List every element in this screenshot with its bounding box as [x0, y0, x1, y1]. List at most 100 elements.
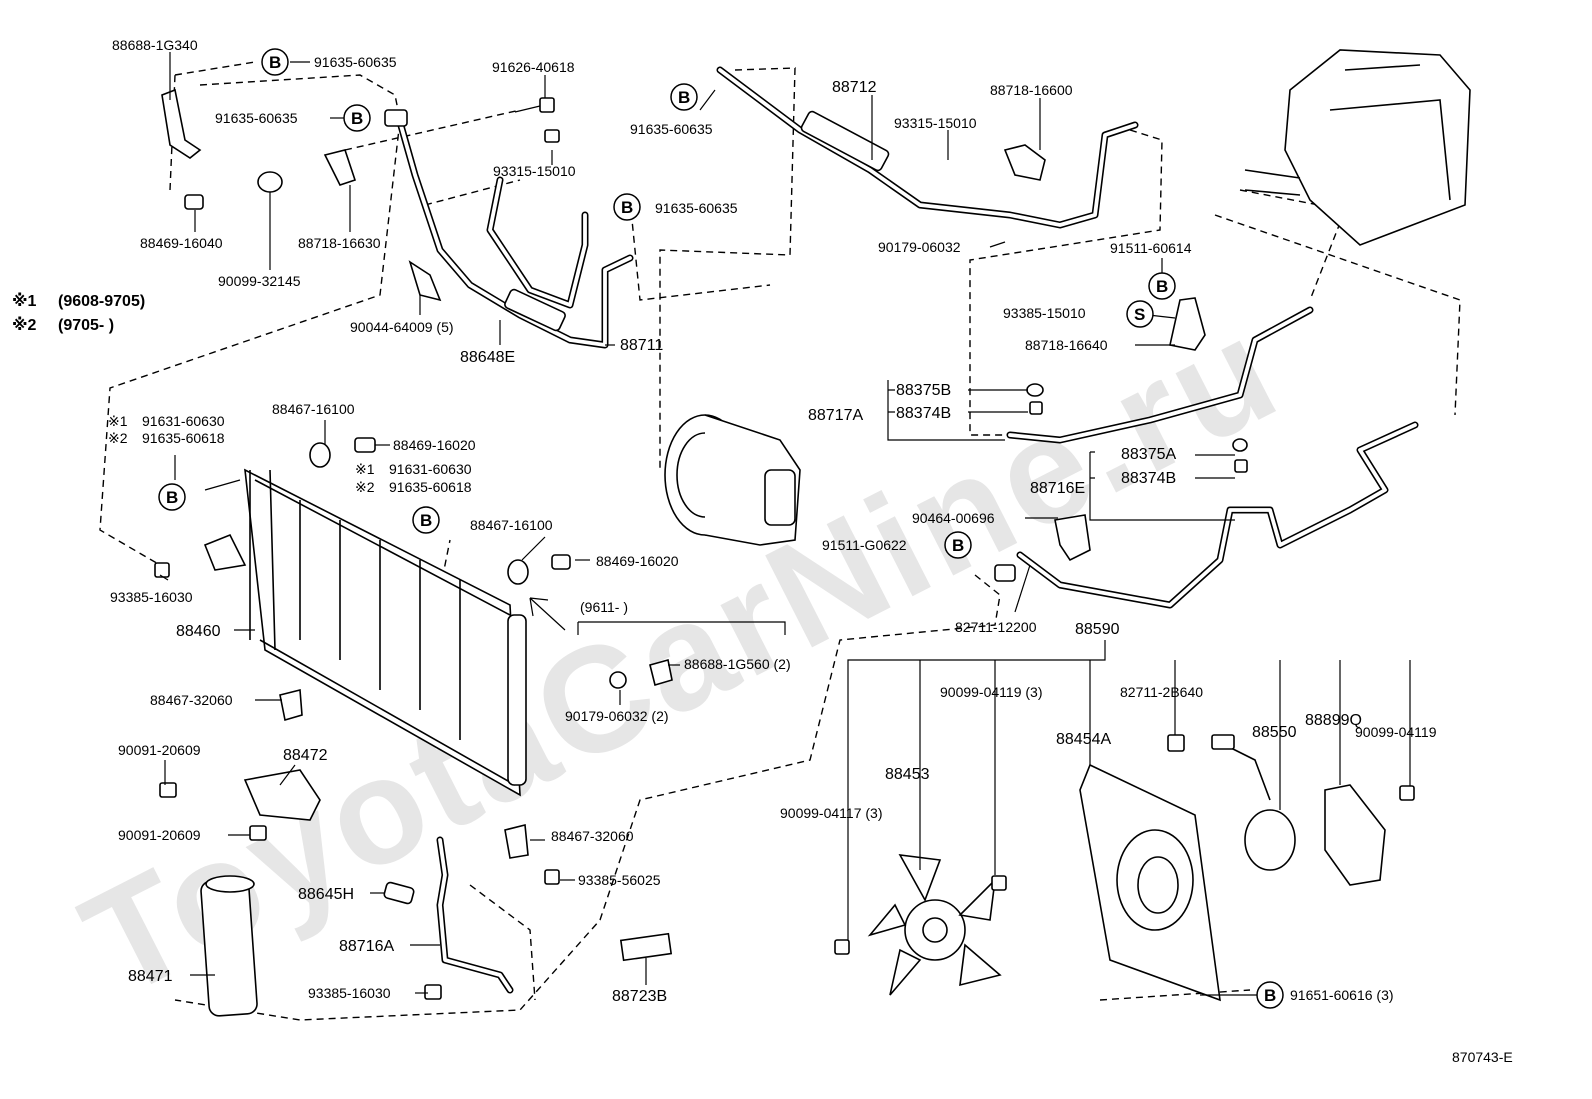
legend-note2-range: (9705- )	[58, 317, 114, 334]
legend-note1-symbol: ※1	[12, 292, 37, 310]
bracket-icon	[161, 88, 202, 159]
bolt-marker-1: B	[269, 53, 281, 72]
screw-marker: S	[1134, 305, 1145, 324]
bolt-marker-4: B	[621, 198, 633, 217]
part-label: 88712	[832, 79, 877, 96]
bolt-marker-2: B	[351, 109, 363, 128]
part-label: 91511-60614	[1110, 240, 1192, 256]
part-label: 88469-16020	[393, 437, 476, 453]
legend: ※1 (9608-9705) ※2 (9705- )	[12, 292, 145, 334]
fan-motor-icon	[1211, 734, 1296, 871]
part-label: 88472	[283, 747, 328, 764]
part-label: 90091-20609	[118, 827, 201, 843]
part-label: 93385-15010	[1003, 305, 1086, 321]
part-label: 88550	[1252, 724, 1297, 741]
part-label: 91635-60635	[314, 54, 397, 70]
part-label: 88718-16600	[990, 82, 1073, 98]
part-label: 91635-60635	[630, 121, 713, 137]
legend-note1-range: (9608-9705)	[58, 293, 145, 310]
part-label: 91635-60635	[215, 110, 298, 126]
receiver-dryer-icon	[200, 875, 258, 1017]
part-label: 90099-04119 (3)	[940, 684, 1042, 700]
part-label: 88375A	[1121, 446, 1176, 463]
part-label: 88718-16630	[298, 235, 381, 251]
part-label: 88648E	[460, 349, 515, 366]
part-label: 88723B	[612, 988, 667, 1005]
airflow-arrow-icon	[529, 597, 566, 631]
motor-bracket-icon	[1324, 784, 1386, 886]
part-label: 91635-60618	[142, 430, 225, 446]
part-label: 93385-16030	[110, 589, 193, 605]
part-label: 88467-16100	[272, 401, 355, 417]
note1-symbol: ※1	[108, 413, 128, 429]
part-label: 88688-1G560 (2)	[684, 656, 791, 672]
evaporator-unit-icon	[1244, 49, 1471, 246]
circle-markers: B B B B B S B B B B	[158, 48, 1284, 1009]
bolt-marker-8: B	[420, 511, 432, 530]
part-label: 91651-60616 (3)	[1290, 987, 1394, 1003]
condenser-icon	[244, 468, 527, 797]
part-label: 91511-G0622	[822, 537, 907, 553]
part-label: 88717A	[808, 407, 863, 424]
part-label: 90179-06032 (2)	[565, 708, 669, 724]
part-label: 88590	[1075, 621, 1120, 638]
part-label: 88469-16020	[596, 553, 679, 569]
part-label: 88467-32060	[551, 828, 634, 844]
component-shapes	[154, 49, 1471, 1017]
part-label: 93315-15010	[894, 115, 977, 131]
bolt-marker-5: B	[1156, 277, 1168, 296]
part-label: 88453	[885, 766, 930, 783]
bolt-marker-6: B	[952, 536, 964, 555]
part-label: 90044-64009 (5)	[350, 319, 454, 335]
part-label: 88375B	[896, 382, 951, 399]
leader-lines	[159, 52, 1411, 996]
part-labels: 88688-1G340 91635-60635 91635-60635 9162…	[108, 37, 1513, 1065]
note2-symbol: ※2	[108, 430, 128, 446]
part-label: 88716E	[1030, 480, 1085, 497]
part-label: 91631-60630	[389, 461, 472, 477]
part-label: 88688-1G340	[112, 37, 198, 53]
part-label: 82711-12200	[955, 619, 1037, 635]
bolt-marker-9: B	[1264, 986, 1276, 1005]
fan-shroud-icon	[1079, 763, 1221, 1002]
refrigerant-lines	[396, 66, 1419, 994]
part-label: 91626-40618	[492, 59, 575, 75]
part-label: 91631-60630	[142, 413, 225, 429]
part-label: 88716A	[339, 938, 394, 955]
part-label: 88711	[620, 337, 663, 354]
part-label: 88718-16640	[1025, 337, 1108, 353]
part-label: (9611- )	[580, 599, 628, 615]
part-label: 88374B	[1121, 470, 1176, 487]
part-label: 88454A	[1056, 731, 1111, 748]
part-label: 91635-60618	[389, 479, 472, 495]
cooling-fan-icon	[867, 854, 1002, 996]
part-label: 88469-16040	[140, 235, 223, 251]
part-label: 93315-15010	[493, 163, 576, 179]
part-label: 93385-16030	[308, 985, 391, 1001]
part-label: 90091-20609	[118, 742, 201, 758]
note1-symbol: ※1	[355, 461, 375, 477]
part-label: 90464-00696	[912, 510, 995, 526]
part-label: 90179-06032	[878, 239, 961, 255]
part-label: 93385-56025	[578, 872, 661, 888]
part-label: 88460	[176, 623, 221, 640]
bolt-marker-7: B	[166, 488, 178, 507]
part-label: 82711-2B640	[1120, 684, 1203, 700]
bolt-marker-3: B	[678, 88, 690, 107]
compressor-icon	[664, 414, 801, 546]
diagram-code: 870743-E	[1452, 1049, 1513, 1065]
part-label: 91635-60635	[655, 200, 738, 216]
assembly-outlines	[99, 61, 1461, 1021]
part-label: 88899Q	[1305, 712, 1362, 729]
part-label: 88374B	[896, 405, 951, 422]
legend-note2-symbol: ※2	[12, 316, 37, 334]
part-label: 88471	[128, 968, 173, 985]
part-label: 90099-32145	[218, 273, 301, 289]
part-label: 88467-16100	[470, 517, 553, 533]
part-label: 90099-04117 (3)	[780, 805, 882, 821]
part-label: 90099-04119	[1355, 724, 1437, 740]
part-label: 88645H	[298, 886, 354, 903]
part-label: 88467-32060	[150, 692, 233, 708]
note2-symbol: ※2	[355, 479, 375, 495]
